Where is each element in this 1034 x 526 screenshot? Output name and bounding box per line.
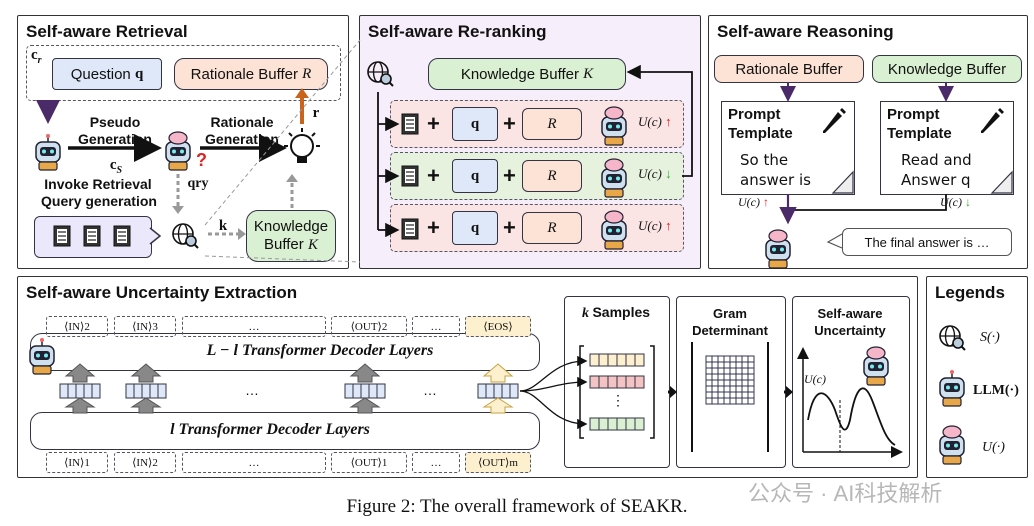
rerank-q-2: q xyxy=(452,159,498,193)
k-samples-title: k Samples xyxy=(581,304,651,321)
uncertain-question-mark: ? xyxy=(196,150,207,170)
prompt-template-left: Prompt Template So the answer is xyxy=(721,101,855,195)
hidden-dots: … xyxy=(423,382,437,398)
watermark: 公众号 · AI科技解析 xyxy=(748,481,943,506)
top-token: … xyxy=(412,316,460,337)
cs-label: cS xyxy=(109,157,123,176)
gram-box xyxy=(676,296,786,468)
legend-s: S(·) xyxy=(980,330,1000,345)
question-box: Question q xyxy=(52,58,162,90)
uncertainty-box xyxy=(792,296,910,468)
gram-title: Gram Determinant xyxy=(692,306,768,338)
plus-sign: + xyxy=(503,215,516,240)
rerank-q-3: q xyxy=(452,211,498,245)
rerank-knowledge-buffer: Knowledge Buffer K xyxy=(428,58,626,90)
top-token: ⟨IN⟩2 xyxy=(46,316,108,337)
top-token-eos: ⟨EOS⟩ xyxy=(465,316,531,337)
k-label: k xyxy=(218,218,228,234)
query-generation-label: Query generation xyxy=(41,193,157,209)
top-token: ⟨OUT⟩2 xyxy=(331,316,407,337)
rerank-r-3: R xyxy=(522,212,582,244)
rerank-r-1: R xyxy=(522,108,582,140)
reasoning-knowledge-buffer: Knowledge Buffer xyxy=(872,55,1022,83)
cr-label: cr xyxy=(31,47,42,66)
plus-sign: + xyxy=(503,111,516,136)
upper-layers-label: L − l Transformer Decoder Layers xyxy=(206,342,434,359)
plus-sign: + xyxy=(503,163,516,188)
reasoning-rationale-buffer: Rationale Buffer xyxy=(714,55,864,83)
rationale-generation-label: Rationale Generation xyxy=(205,114,279,147)
qry-label: qry xyxy=(187,176,209,191)
top-token: ⟨IN⟩3 xyxy=(114,316,176,337)
prompt-template-right: Prompt Template Read and Answer q xyxy=(880,101,1014,195)
bottom-token: ⟨IN⟩1 xyxy=(46,452,108,473)
lower-layers-label: l Transformer Decoder Layers xyxy=(170,421,370,438)
plus-sign: + xyxy=(427,163,440,188)
prompt-template-title: Prompt Template xyxy=(887,106,952,142)
legends-title: Legends xyxy=(935,283,1005,302)
retrieval-title: Self-aware Retrieval xyxy=(26,22,188,41)
rerank-u-2: U(c) ↓ xyxy=(638,166,672,181)
r-arrow-label: r xyxy=(312,105,320,121)
rerank-u-1: U(c) ↑ xyxy=(638,114,672,129)
bottom-token: … xyxy=(412,452,460,473)
pseudo-generation-label: Pseudo Generation xyxy=(78,114,152,147)
reason-u-left: U(c) ↑ xyxy=(738,195,769,209)
invoke-retrieval-label: Invoke Retrieval xyxy=(44,176,152,192)
sample-vdots: ⋮ xyxy=(611,392,625,408)
extraction-title: Self-aware Uncertainty Extraction xyxy=(26,283,298,302)
uncertainty-title: Self-aware Uncertainty xyxy=(814,306,886,338)
legend-u: U(·) xyxy=(982,440,1005,455)
lower-decoder-block xyxy=(30,412,540,450)
retrieved-docs-bubble xyxy=(34,216,152,258)
reason-u-right: U(c) ↓ xyxy=(940,195,971,209)
reasoning-title: Self-aware Reasoning xyxy=(717,22,894,41)
legend-llm: LLM(·) xyxy=(973,383,1019,398)
final-answer-bubble: The final answer is … xyxy=(842,228,1012,256)
prompt-left-text: So the answer is xyxy=(740,151,811,189)
bottom-token-out: ⟨OUT⟩m xyxy=(465,452,531,473)
bottom-token: … xyxy=(182,452,326,473)
reranking-title: Self-aware Re-ranking xyxy=(368,22,547,41)
legends-panel: Legends xyxy=(926,276,1028,478)
prompt-template-title: Prompt Template xyxy=(728,106,793,142)
plus-sign: + xyxy=(427,111,440,136)
plus-sign: + xyxy=(427,215,440,240)
prompt-right-text: Read and Answer q xyxy=(901,151,972,189)
top-token: … xyxy=(182,316,326,337)
figure-caption: Figure 2: The overall framework of SEAKR… xyxy=(346,496,688,517)
rerank-q-1: q xyxy=(452,107,498,141)
knowledge-buffer-box: Knowledge Buffer K xyxy=(246,210,336,262)
rerank-r-2: R xyxy=(522,160,582,192)
hidden-dots: … xyxy=(245,382,259,398)
rationale-buffer-box: Rationale Buffer R xyxy=(174,58,328,90)
uc-axis-label: U(c) xyxy=(804,372,826,386)
bottom-token: ⟨OUT⟩1 xyxy=(331,452,407,473)
bottom-token: ⟨IN⟩2 xyxy=(114,452,176,473)
rerank-u-3: U(c) ↑ xyxy=(638,218,672,233)
